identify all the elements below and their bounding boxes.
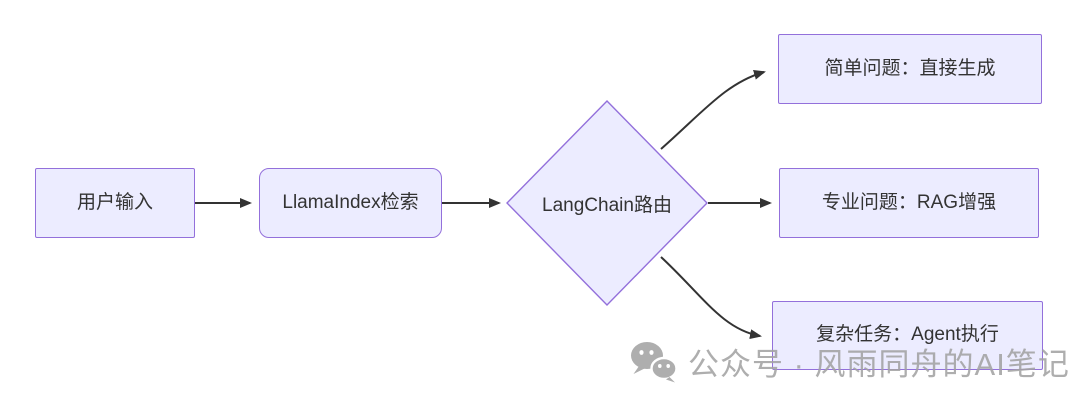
node-professional-question: 专业问题：RAG增强 bbox=[779, 168, 1039, 238]
node-simple-question: 简单问题：直接生成 bbox=[778, 34, 1042, 104]
watermark-text: 公众号 · 风雨同舟的AI笔记 bbox=[688, 347, 1070, 382]
node-llamaindex-retrieval: LlamaIndex检索 bbox=[259, 168, 442, 238]
edge-langchain-to-simple bbox=[660, 69, 766, 150]
node-langchain-router: LangChain路由 bbox=[542, 194, 672, 216]
langchain-diamond-shape bbox=[506, 100, 708, 306]
node-user-input: 用户输入 bbox=[35, 168, 195, 238]
node-complex-task: 复杂任务：Agent执行 bbox=[772, 301, 1043, 370]
wechat-icon bbox=[631, 341, 678, 382]
watermark: 公众号 · 风雨同舟的AI笔记 bbox=[630, 339, 1070, 384]
edge-langchain-to-complex bbox=[660, 256, 762, 340]
